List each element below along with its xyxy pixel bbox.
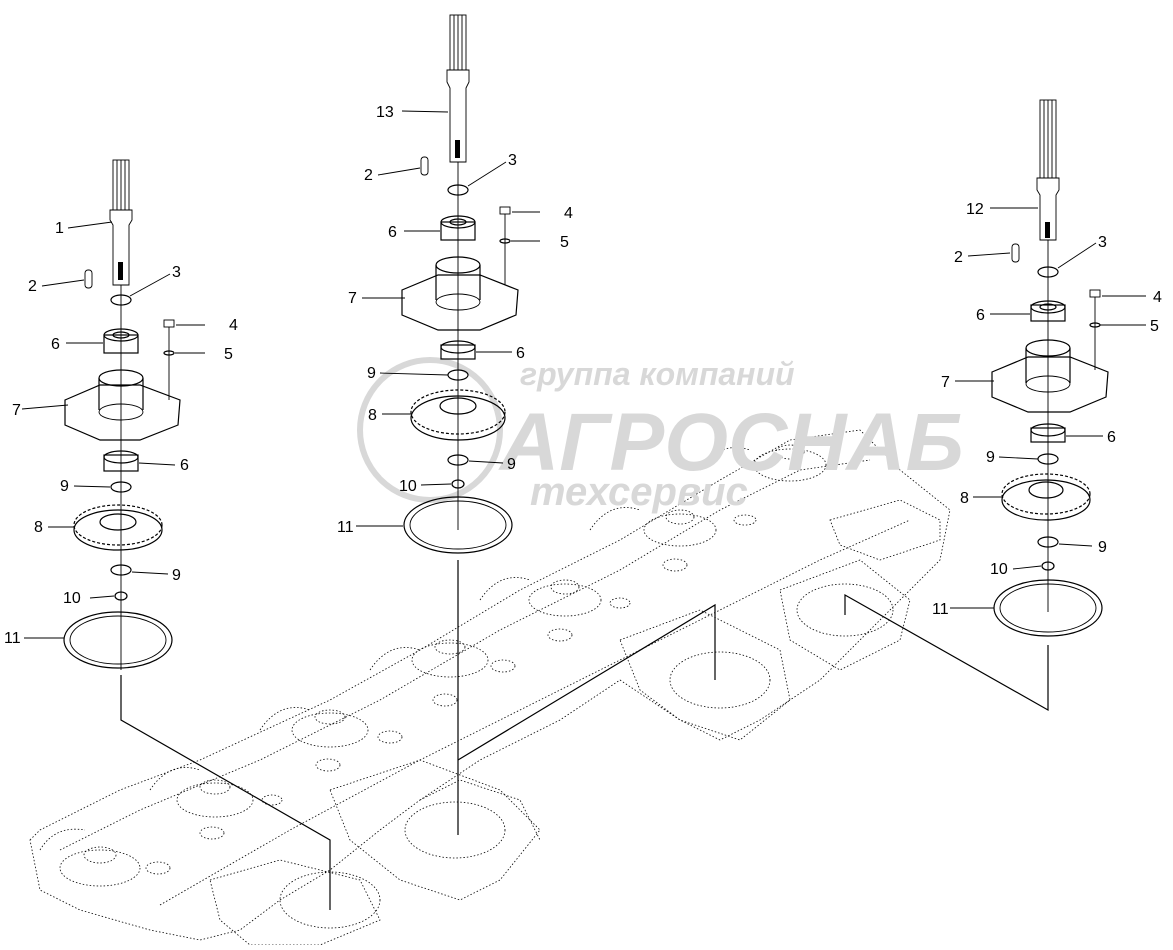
callout-8-mid: 8 [368, 407, 377, 424]
callout-3: 3 [172, 264, 181, 281]
callout-4-mid: 4 [564, 205, 573, 222]
left-assembly [63, 159, 331, 910]
callout-6-lower: 6 [180, 457, 189, 474]
callout-2-right: 2 [954, 249, 963, 266]
watermark-line2: АГРОСНАБ [498, 397, 964, 488]
callout-10-right: 10 [990, 561, 1008, 578]
watermark-line1: группа компаний [520, 356, 795, 392]
callout-9-right-lower: 9 [1098, 539, 1107, 556]
callout-6-right: 6 [976, 307, 985, 324]
callout-2: 2 [28, 278, 37, 295]
callout-9: 9 [60, 478, 69, 495]
callout-6-right-lower: 6 [1107, 429, 1116, 446]
callout-5: 5 [224, 346, 233, 363]
callout-5-right: 5 [1150, 318, 1159, 335]
callout-6: 6 [51, 336, 60, 353]
callout-10: 10 [63, 590, 81, 607]
callout-3-right: 3 [1098, 234, 1107, 251]
callout-4: 4 [229, 317, 238, 334]
watermark: группа компаний АГРОСНАБ техсервис [357, 356, 964, 514]
callout-9-mid-lower: 9 [507, 456, 516, 473]
callout-5-mid: 5 [560, 234, 569, 251]
callout-11: 11 [4, 630, 21, 647]
bar-hubs [59, 444, 894, 929]
callout-7: 7 [12, 402, 21, 419]
callout-4-right: 4 [1153, 289, 1162, 306]
callout-3-mid: 3 [508, 152, 517, 169]
callout-11-right: 11 [932, 601, 949, 618]
callout-numbers: 1 2 3 6 4 5 7 6 9 8 9 10 11 13 2 3 6 4 5… [4, 104, 1162, 647]
callout-leaders [21, 110, 1146, 639]
callout-11-mid: 11 [337, 519, 354, 536]
watermark-line3: техсервис [530, 470, 748, 514]
middle-leader [457, 603, 716, 761]
callout-12: 12 [966, 201, 984, 218]
callout-8: 8 [34, 519, 43, 536]
callout-6-mid: 6 [388, 224, 397, 241]
right-assembly [844, 99, 1109, 712]
callout-7-right: 7 [941, 374, 950, 391]
callout-9-mid: 9 [367, 365, 376, 382]
cutter-bar-housing [29, 429, 951, 946]
callout-7-mid: 7 [348, 290, 357, 307]
callout-10-mid: 10 [399, 478, 417, 495]
middle-assembly [401, 14, 519, 835]
callout-6-mid-lower: 6 [516, 345, 525, 362]
callout-9-lower: 9 [172, 567, 181, 584]
callout-9-right: 9 [986, 449, 995, 466]
callout-8-right: 8 [960, 490, 969, 507]
callout-2-mid: 2 [364, 167, 373, 184]
callout-13: 13 [376, 104, 394, 121]
callout-1: 1 [55, 220, 64, 237]
